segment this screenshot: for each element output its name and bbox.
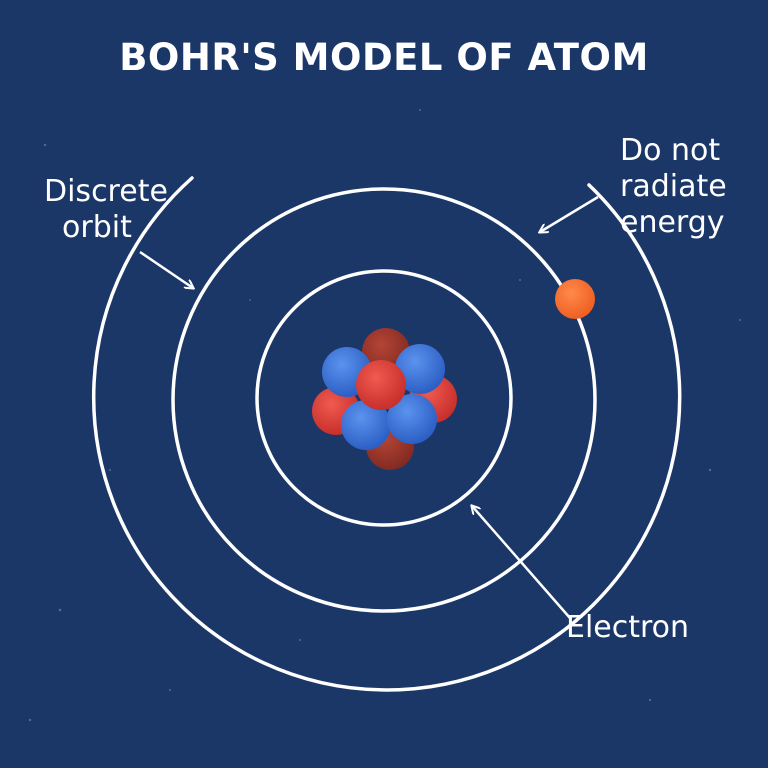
discrete-orbit-label: Discrete orbit — [44, 174, 168, 245]
outer-orbit — [92, 176, 682, 692]
diagram-title: BOHR'S MODEL OF ATOM — [119, 36, 649, 79]
inner-orbit — [255, 269, 513, 527]
nucleon — [387, 394, 437, 444]
nucleon — [356, 360, 406, 410]
electron-arrow — [472, 506, 571, 619]
electron-particle — [555, 279, 595, 319]
nucleon — [341, 400, 391, 450]
middle-orbit — [171, 187, 597, 613]
nucleus — [312, 328, 457, 470]
radiate-energy-arrow — [540, 195, 599, 232]
do-not-radiate-label: Do not radiate energy — [620, 133, 727, 240]
nucleon — [395, 344, 445, 394]
electron-label: Electron — [566, 610, 690, 645]
background-stars — [28, 109, 741, 722]
discrete-orbit-arrow — [139, 250, 193, 288]
